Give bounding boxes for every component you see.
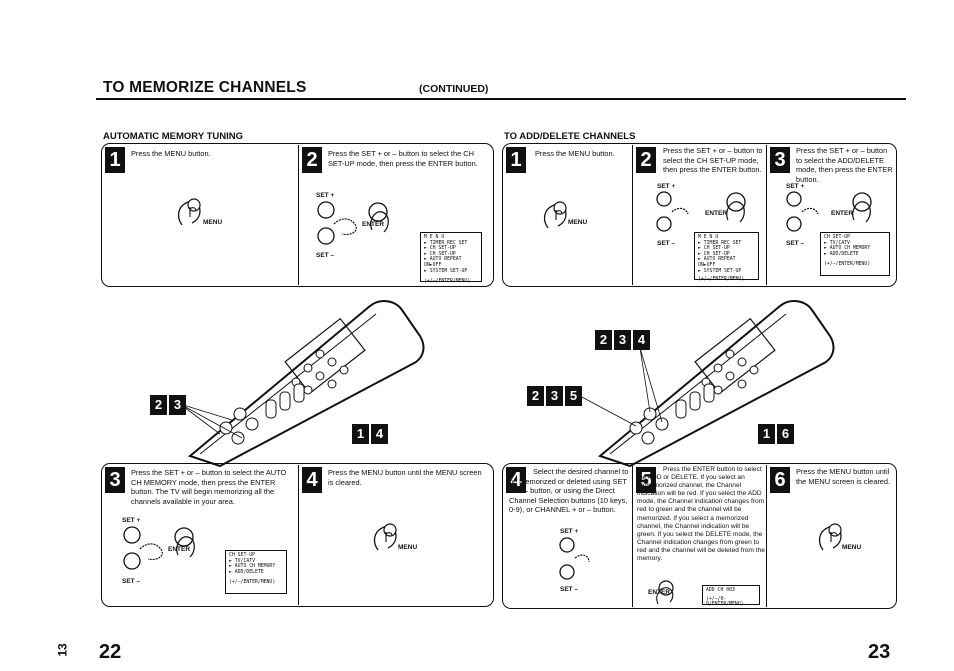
hand-press-icon [177, 198, 201, 226]
step-text: Press the ENTER button to select the ADD… [637, 466, 765, 563]
continued-label: (CONTINUED) [419, 83, 489, 95]
set-plus-label: SET + [560, 528, 579, 535]
enter-label: ENTER [705, 210, 728, 217]
menu-label: MENU [842, 544, 862, 551]
enter-label: ENTER [648, 589, 671, 596]
hand-press-icon [818, 523, 842, 551]
step-badge: 4 [302, 467, 322, 493]
set-plus-label: SET + [657, 183, 676, 190]
set-buttons-icon [559, 537, 590, 580]
hand-press-icon [656, 580, 674, 605]
step-text: Press the MENU button. [131, 149, 211, 158]
title-rule [96, 98, 906, 100]
divider [632, 145, 633, 285]
step-text: Press the MENU button. [535, 149, 615, 158]
step-badge: 4 [506, 467, 526, 493]
enter-label: ENTER [831, 210, 854, 217]
step-badge: 3 [770, 147, 790, 173]
step-badge: 2 [636, 147, 656, 173]
set-minus-label: SET – [122, 578, 141, 585]
step-badge: 6 [770, 467, 790, 493]
step-text: Press the SET + or – button to select th… [131, 468, 287, 506]
enter-label: ENTER [362, 221, 385, 228]
page-number-right: 23 [868, 641, 891, 663]
section-title-add-delete: TO ADD/DELETE CHANNELS [504, 131, 636, 142]
add-screen: ADD CH 003(+/–/0-9/ENTER/MENU) [702, 585, 760, 607]
right-top-panel [502, 143, 897, 287]
divider [298, 465, 299, 605]
step-text: Press the SET + or – button to select th… [663, 146, 763, 175]
hand-press-icon [543, 201, 567, 229]
divider [766, 145, 767, 285]
right-bottom-panel [502, 463, 897, 609]
set-buttons-hand-icon [317, 201, 389, 245]
remote-control-illustration [579, 300, 835, 468]
remote-control-illustration [179, 300, 425, 468]
step-text: Press the SET + or – button to select th… [328, 149, 478, 168]
set-plus-label: SET + [786, 183, 805, 190]
side-marker: 13 [55, 643, 70, 657]
set-plus-label: SET + [122, 517, 141, 524]
menu-screen: M E N U► TIMER REC SET► CH SET-UP► CH SE… [694, 232, 759, 282]
left-bottom-panel [101, 463, 494, 607]
step-badge: 1 [105, 147, 125, 173]
set-buttons-hand-icon [656, 191, 746, 232]
set-minus-label: SET – [560, 586, 579, 593]
divider [632, 465, 633, 607]
set-minus-label: SET – [657, 240, 676, 247]
page-number-left: 22 [99, 641, 122, 663]
menu-label: MENU [203, 219, 223, 226]
step-badge: 2 [302, 147, 322, 173]
set-minus-label: SET – [316, 252, 335, 259]
left-top-panel [101, 143, 494, 287]
section-title-auto: AUTOMATIC MEMORY TUNING [103, 131, 244, 142]
step-badge: 5 [636, 467, 656, 493]
step-text: Press the MENU button until the MENU scr… [796, 467, 891, 486]
menu-label: MENU [568, 219, 588, 226]
set-plus-label: SET + [316, 192, 335, 199]
set-buttons-hand-icon [123, 526, 195, 570]
step-text: Press the MENU button until the MENU scr… [328, 468, 482, 487]
step-text: Select the desired channel to be memoriz… [509, 467, 629, 515]
enter-label: ENTER [168, 546, 191, 553]
divider [766, 465, 767, 607]
step-text: Press the SET + or – button to select th… [796, 146, 893, 184]
ch-setup-screen: CH SET-UP► TV/CATV► AUTO CH MEMORY► ADD/… [225, 550, 287, 594]
hand-press-icon [373, 523, 397, 551]
step-badge: 1 [506, 147, 526, 173]
ch-setup-screen: CH SET-UP► TV/CATV► AUTO CH MEMORY► ADD/… [820, 232, 890, 276]
menu-label: MENU [398, 544, 418, 551]
divider [298, 145, 299, 285]
set-buttons-hand-icon [786, 191, 872, 232]
set-minus-label: SET – [786, 240, 805, 247]
step-badge: 3 [105, 467, 125, 493]
menu-screen: M E N U► TIMER REC SET► CH SET-UP► CH SE… [420, 232, 482, 284]
page-title: TO MEMORIZE CHANNELS [103, 79, 307, 96]
